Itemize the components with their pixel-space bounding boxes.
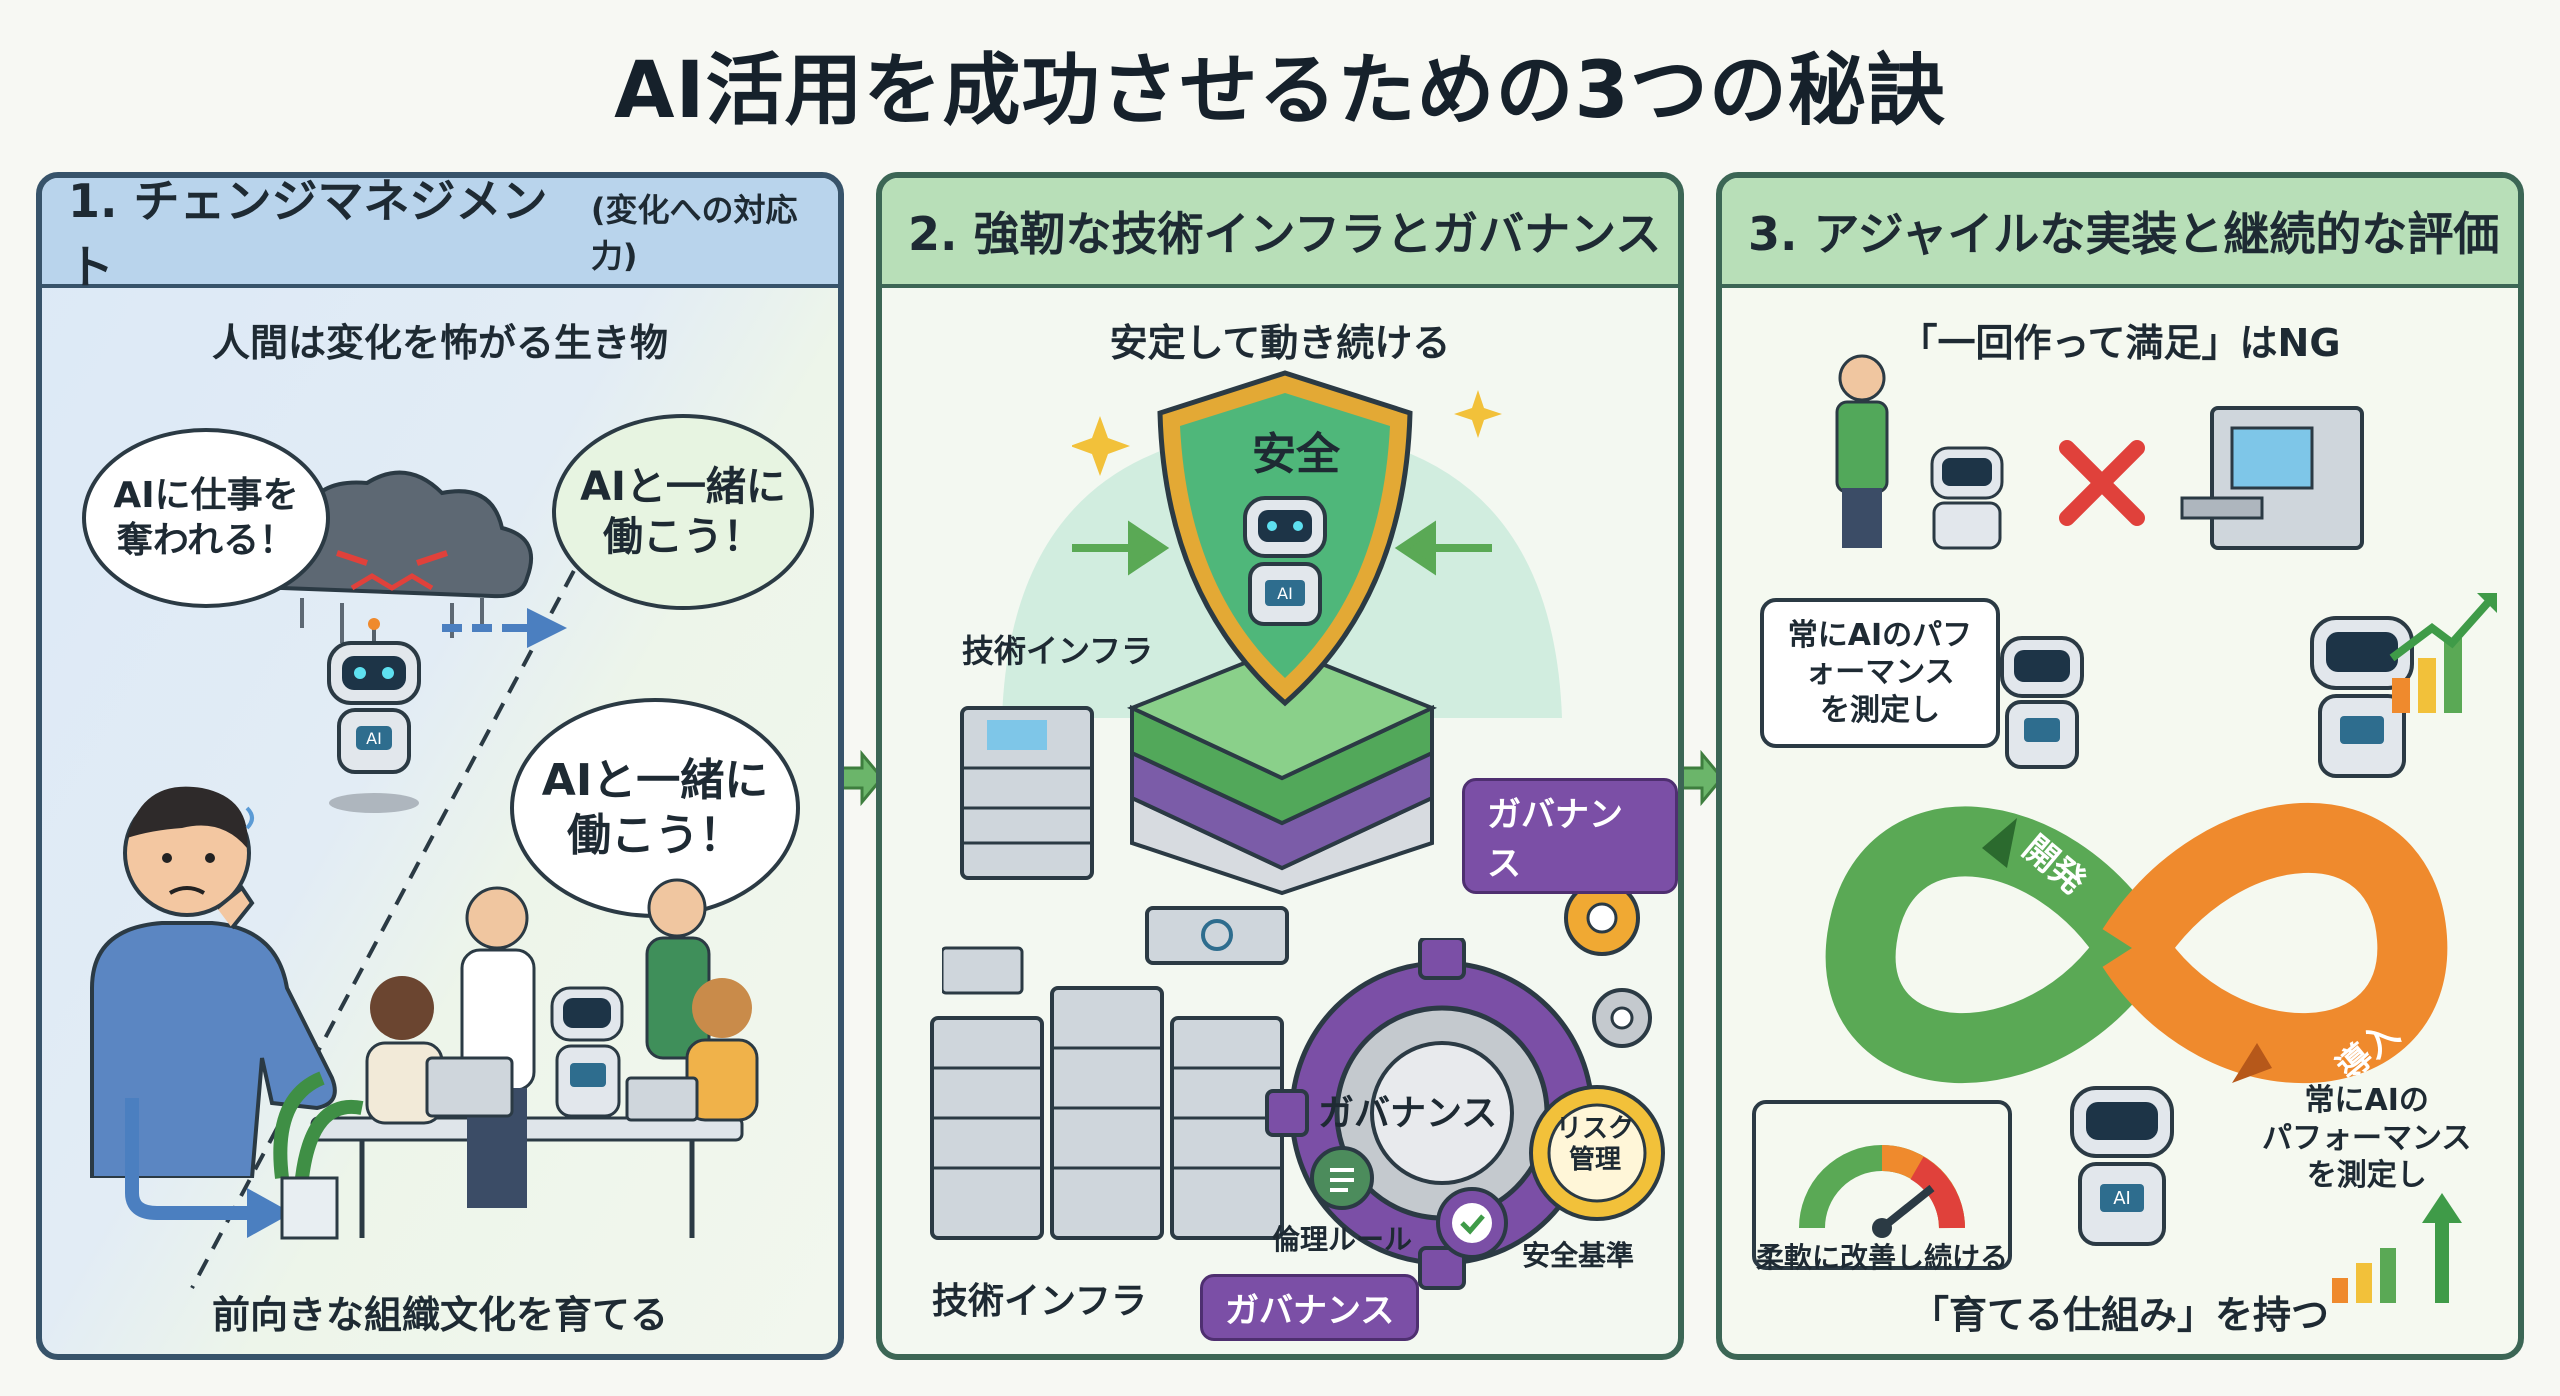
label-measure-right: 常にAIの パフォーマンス を測定し [2262,1083,2472,1193]
shield-label: 安全 [1252,429,1340,480]
robot-icon [2000,636,2084,769]
bubble-together-top: AIと一緒に 働こう！ [552,414,814,610]
panel3-footer: 「育てる仕組み」を持つ [1910,1293,2329,1337]
panel2-heading: 2. 強靭な技術インフラとガバナンス [882,178,1678,288]
robot-icon: AI [327,618,421,813]
growth-chart-icon [2389,593,2497,713]
infinity-loop-icon [1825,802,2448,1084]
rules-icon [1310,1146,1374,1210]
divider-line [190,517,604,1289]
sparkle-icon [1072,390,1502,476]
panel-infrastructure-governance: 2. 強靭な技術インフラとガバナンス 安定して動き続ける AI 安全 [876,172,1684,1360]
one-time-build-illustration [1835,354,2364,550]
server-rack-icon [942,706,1094,995]
risk-label: リスク 管理 [1556,1114,1635,1176]
arrow-bent-icon [125,1098,292,1238]
risk-management-badge [1529,1085,1665,1221]
panel3-subtitle: 「一回作って満足」はNG [1899,321,2341,365]
data-center-icon [930,986,1284,1240]
panel2-heading-text: 2. 強靭な技術インフラとガバナンス [908,207,1662,261]
gauge-icon [1799,1145,1965,1238]
gauge-frame [1752,1100,2012,1270]
panel1-subtitle: 人間は変化を怖がる生き物 [211,321,668,365]
panel3-heading-text: 3. アジャイルな実装と継続的な評価 [1748,207,2500,261]
loop-robot-badge: AI [2113,1188,2131,1209]
label-rules: 倫理ルール [1272,1223,1413,1256]
network-switch-icon [1145,906,1289,965]
governance-gear-icon [1265,938,1619,1290]
small-gear-icon [1592,988,1652,1048]
platform-stack [1126,658,1438,896]
panel-agile-evaluation: 3. アジャイルな実装と継続的な評価 「一回作って満足」はNG 開発 導入 AI [1716,172,2524,1360]
bubble-fear: AIに仕事を 奪われる！ [82,428,330,608]
panel-change-management: 1. チェンジマネジメント (変化への対応力) 人間は変化を怖がる生き物 AI [36,172,844,1360]
panel2-subtitle: 安定して動き続ける [1109,321,1451,365]
worried-person-icon [90,786,337,1178]
bubble-together-mid: AIと一緒に 働こう！ [510,698,800,918]
team-meeting-illustration [273,878,759,1240]
shield-robot-badge: AI [1277,584,1293,603]
label-infra-bottom: 技術インフラ [932,1281,1147,1322]
shield-icon: AI [1157,370,1413,707]
storm-cloud-icon [248,470,533,643]
panel1-heading-text: 1. チェンジマネジメント [68,174,548,294]
arrow-right-icon [442,608,567,648]
small-gear-icon [1564,880,1640,956]
growth-chart-icon [2332,1193,2462,1303]
tag-governance-right: ガバナンス [1462,778,1678,894]
bubble-measure-top: 常にAIのパフ ォーマンス を測定し [1760,598,2000,748]
panel1-footer: 前向きな組織文化を育てる [211,1293,668,1337]
tag-governance-bottom: ガバナンス [1200,1274,1420,1341]
page-title: AI活用を成功させるための3つの秘訣 [614,46,1946,136]
label-improve: 柔軟に改善し続ける [1756,1241,2009,1274]
robot-badge: AI [366,729,382,748]
check-gear-icon [1436,1187,1508,1259]
panel1-heading-note: (変化への対応力) [590,191,798,275]
panel1-heading: 1. チェンジマネジメント (変化への対応力) [42,178,838,294]
robot-icon [2310,616,2414,778]
panel3-heading: 3. アジャイルな実装と継続的な評価 [1722,178,2518,288]
robot-icon: AI [2070,1086,2174,1246]
label-safety: 安全基準 [1522,1239,1635,1272]
gear-label: ガバナンス [1318,1093,1498,1134]
label-infra-top: 技術インフラ [962,632,1154,670]
